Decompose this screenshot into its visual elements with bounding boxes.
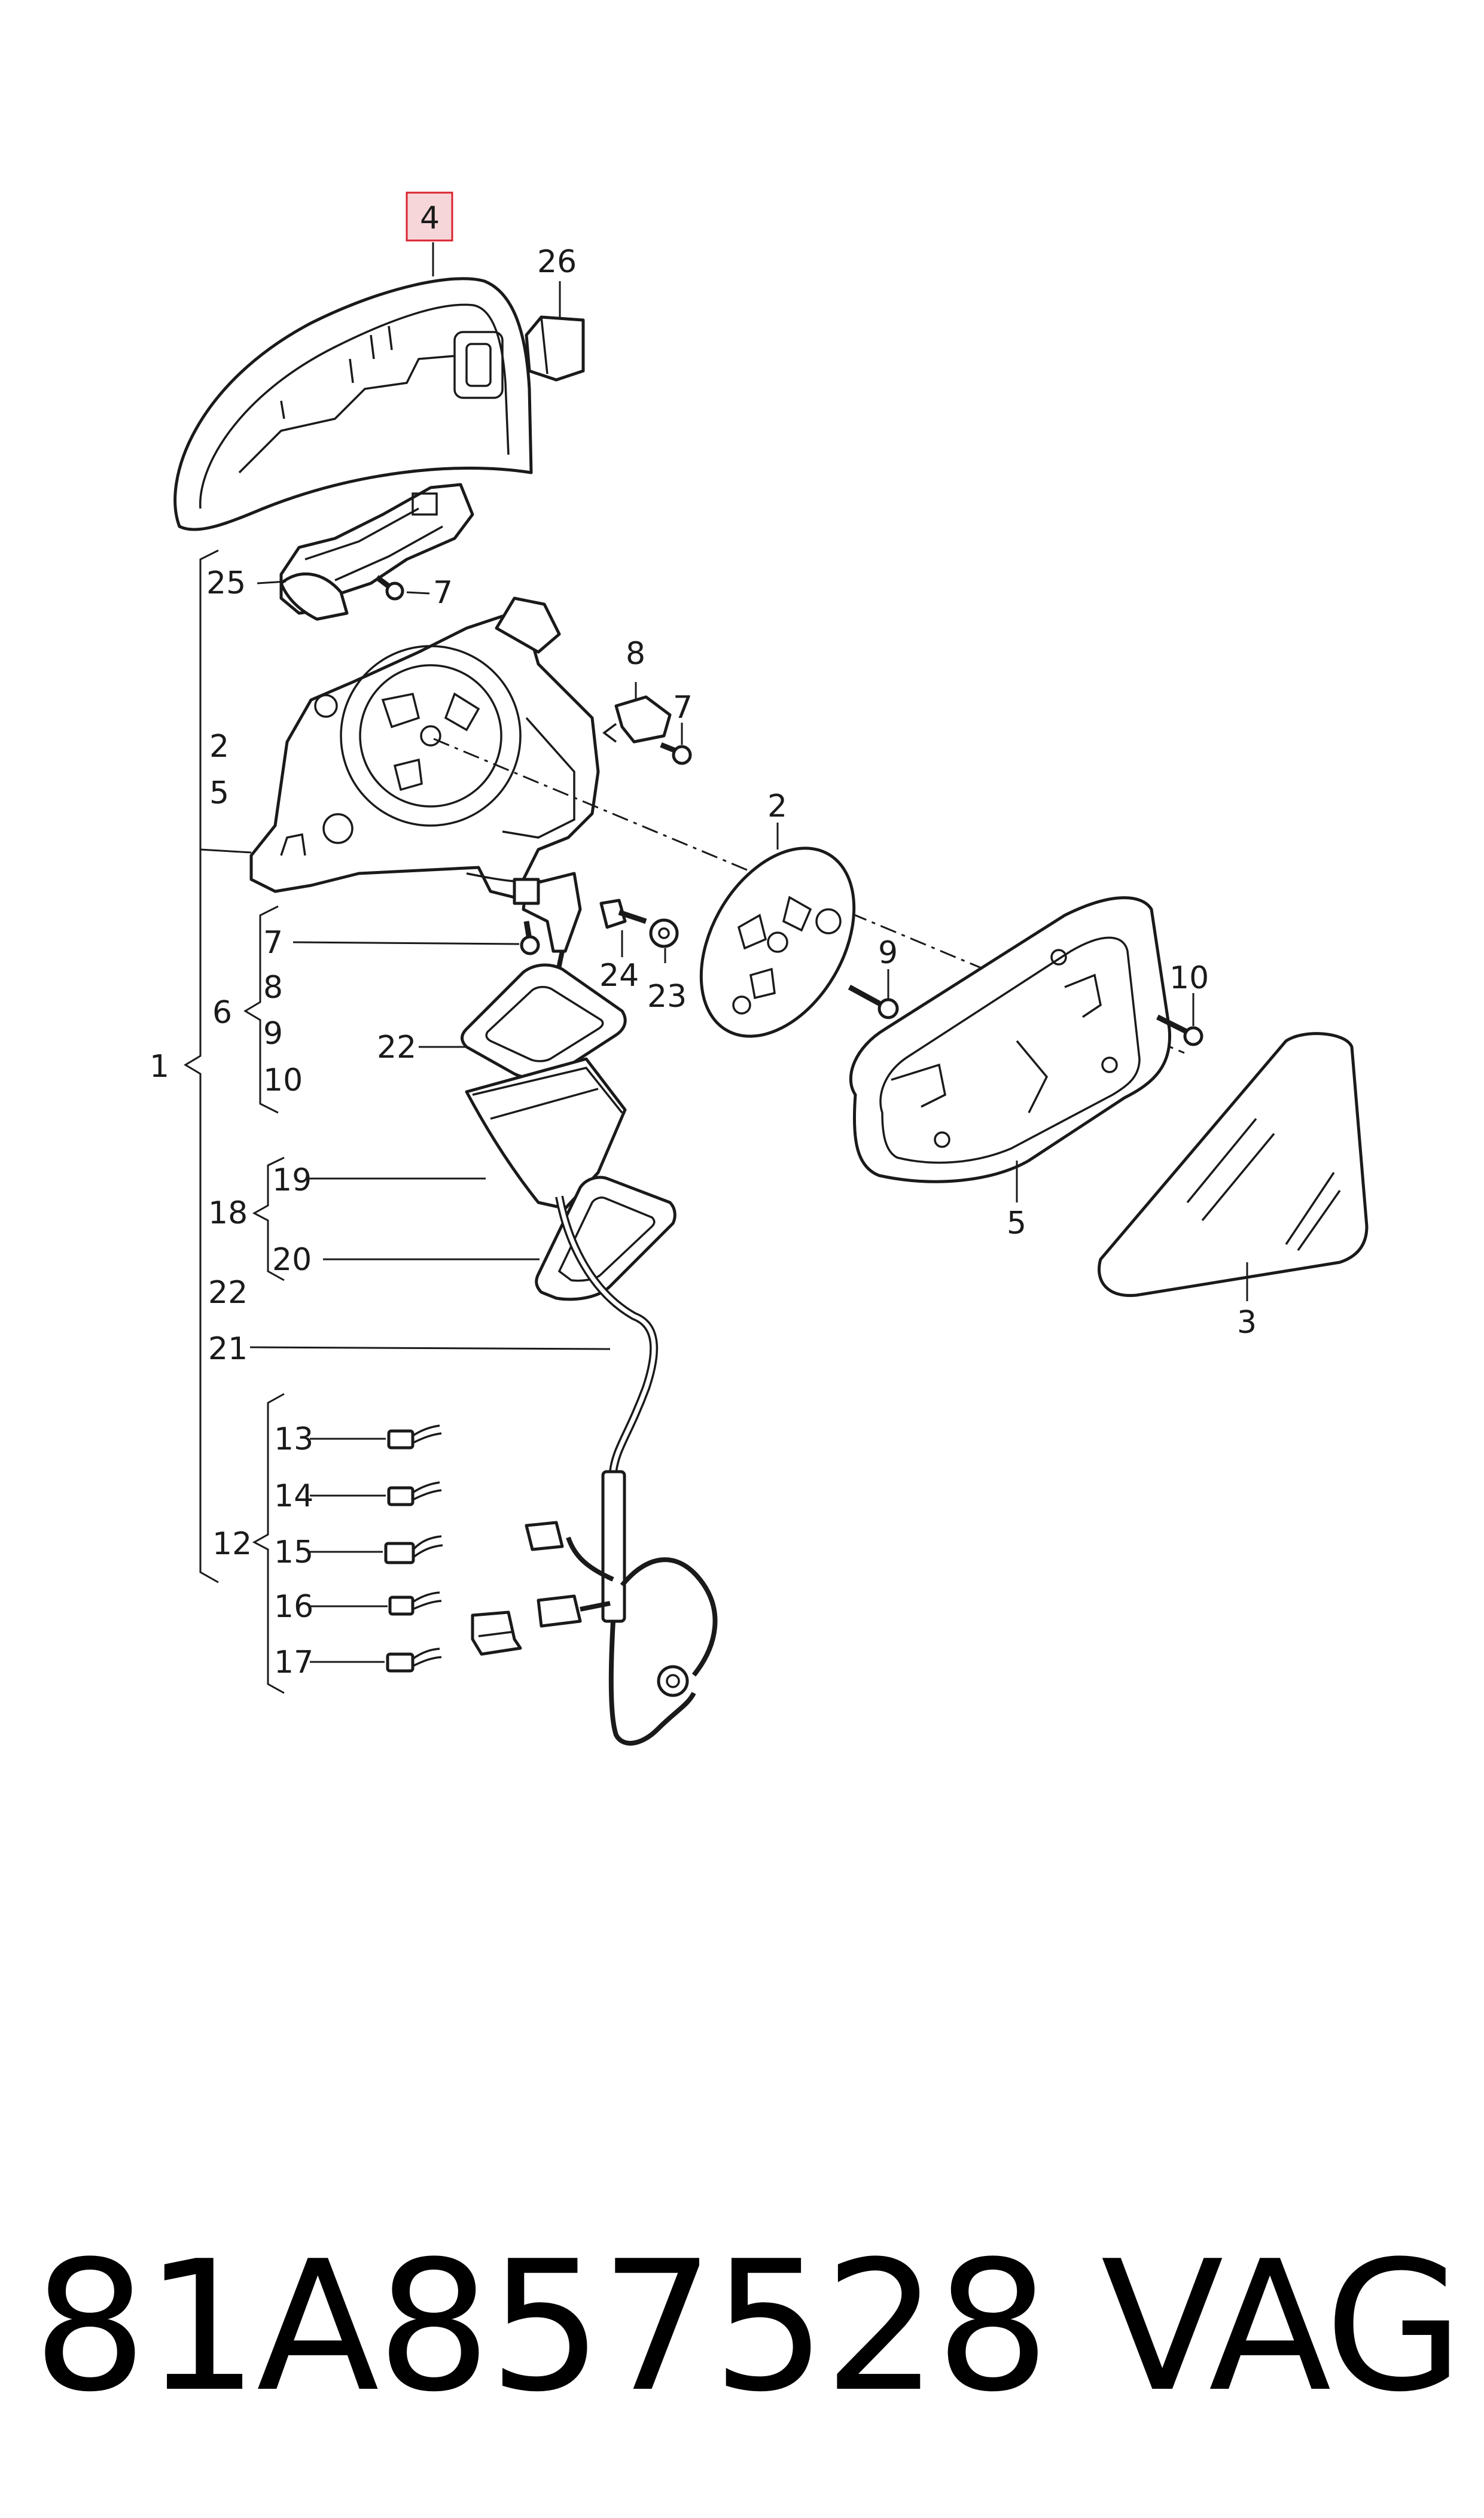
bolt-7-lamp-part[interactable] (375, 575, 404, 601)
clip-part-top[interactable] (602, 695, 672, 744)
callout-9-bolt[interactable]: 9 (878, 935, 898, 971)
callout-15[interactable]: 15 (274, 1534, 313, 1570)
callout-3[interactable]: 3 (1237, 1305, 1257, 1341)
highlighted-callout-box (406, 191, 453, 242)
part-number-label: 81A857528 (33, 2222, 1050, 2431)
callout-10-group[interactable]: 10 (263, 1062, 303, 1098)
callout-17[interactable]: 17 (274, 1645, 313, 1680)
mirror-cap-part[interactable] (173, 277, 533, 531)
mirror-frame-part[interactable] (849, 896, 1172, 1183)
connector-14-part[interactable] (387, 1481, 442, 1506)
bolt-7-lower-part[interactable] (520, 921, 540, 955)
exploded-parts-diagram: 4 26 25 7 8 7 2 5 2 9 10 7 24 23 6 8 9 1… (150, 191, 1369, 1746)
callout-1[interactable]: 1 (150, 1049, 169, 1085)
connector-16-part[interactable] (388, 1591, 442, 1616)
callout-5-left[interactable]: 5 (209, 775, 229, 811)
assembly-axis-line (433, 738, 1185, 1054)
callout-19[interactable]: 19 (272, 1162, 312, 1198)
callout-labels: 4 26 25 7 8 7 2 5 2 9 10 7 24 23 6 8 9 1… (150, 200, 1257, 1680)
mirror-glass-part[interactable] (1098, 1032, 1369, 1298)
connector-15-part[interactable] (384, 1535, 443, 1564)
callout-18[interactable]: 18 (208, 1195, 248, 1231)
connector-13-part[interactable] (387, 1424, 442, 1450)
callout-10-bolt[interactable]: 10 (1169, 960, 1209, 996)
callout-7-lamp[interactable]: 7 (433, 575, 453, 611)
connector-17-part[interactable] (386, 1648, 442, 1673)
callout-20[interactable]: 20 (272, 1242, 312, 1278)
bolt-7-upper-part[interactable] (660, 742, 692, 765)
callout-22-lower[interactable]: 22 (208, 1275, 248, 1311)
wiring-harness-part[interactable] (471, 1195, 718, 1746)
callout-2-left[interactable]: 2 (209, 729, 229, 765)
callout-22-upper[interactable]: 22 (377, 1030, 416, 1065)
carrier-plate-part[interactable] (670, 821, 886, 1063)
callout-9-group[interactable]: 9 (263, 1016, 283, 1052)
callout-16[interactable]: 16 (274, 1589, 313, 1625)
callout-14[interactable]: 14 (274, 1478, 313, 1514)
callout-8-top[interactable]: 8 (626, 636, 645, 672)
callout-23[interactable]: 23 (647, 979, 687, 1015)
callout-13[interactable]: 13 (274, 1421, 313, 1457)
seal-22-upper-part[interactable] (461, 963, 627, 1080)
turn-signal-lamp-part[interactable] (279, 483, 474, 621)
brackets (184, 549, 285, 1694)
bolt-24-part[interactable] (599, 899, 647, 929)
callout-5-frame[interactable]: 5 (1007, 1205, 1026, 1241)
callout-26[interactable]: 26 (537, 244, 577, 280)
callout-8-group[interactable]: 8 (263, 970, 283, 1006)
footer-caption: 81A857528 VAG (0, 2219, 1484, 2435)
cap-plug-part[interactable] (525, 315, 585, 382)
callout-12[interactable]: 12 (212, 1526, 252, 1562)
callout-4[interactable]: 4 (420, 200, 440, 236)
callout-2-plate[interactable]: 2 (767, 788, 787, 824)
callout-6[interactable]: 6 (212, 995, 232, 1031)
brand-label: VAG (1101, 2222, 1464, 2431)
leader-lines (249, 242, 1248, 1663)
mirror-base-assembly-part[interactable] (249, 596, 600, 899)
washer-23-part[interactable] (649, 918, 679, 948)
callout-21[interactable]: 21 (208, 1331, 248, 1367)
callout-7-upper[interactable]: 7 (673, 690, 693, 726)
callout-7-lower[interactable]: 7 (263, 925, 283, 961)
bolt-10-part[interactable] (1156, 1014, 1203, 1046)
callout-24[interactable]: 24 (599, 958, 639, 994)
seal-20-lower-part[interactable] (535, 1176, 677, 1301)
bolt-9-part[interactable] (848, 985, 899, 1019)
callout-25[interactable]: 25 (206, 565, 246, 601)
